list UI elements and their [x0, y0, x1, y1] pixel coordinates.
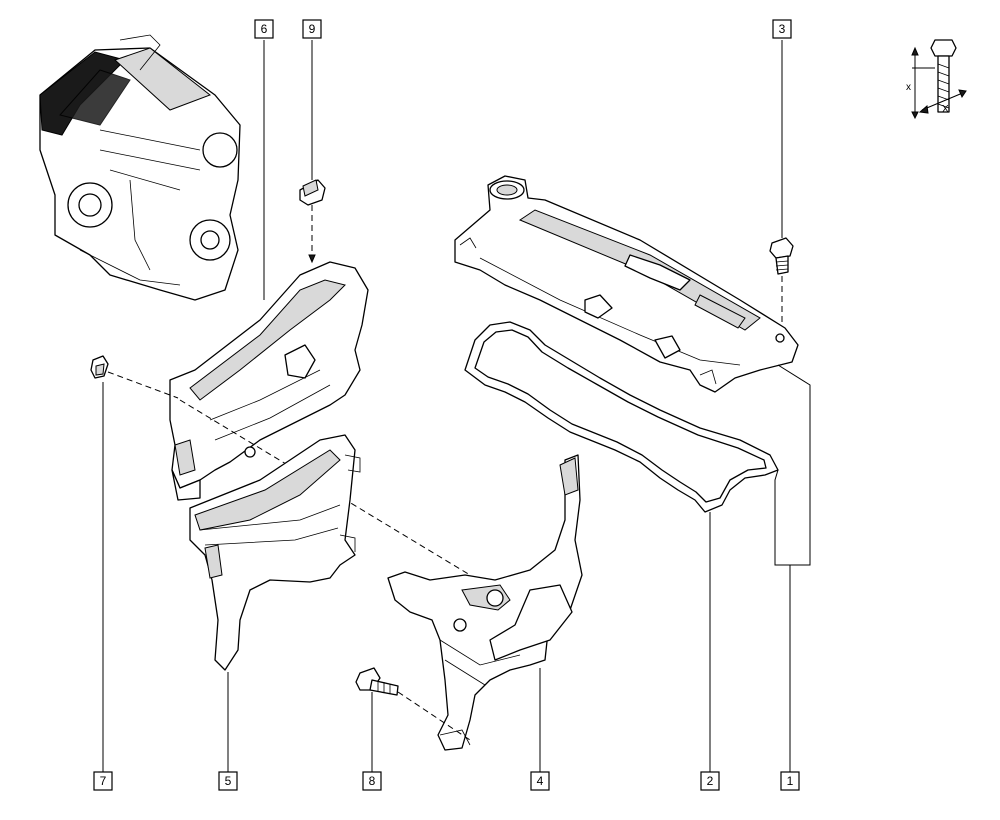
callout-6: 6: [254, 19, 274, 39]
part-5-lower-timing-cover: [189, 434, 361, 671]
torque-label-vertical: x: [906, 82, 911, 93]
engine-overview-illustration: [39, 34, 241, 301]
callout-7-label: 7: [100, 774, 107, 788]
dash-8: [397, 691, 471, 741]
part-7-bolt: [90, 355, 109, 379]
callout-6-label: 6: [261, 22, 268, 36]
callout-2-label: 2: [707, 774, 714, 788]
bracket-1: [774, 364, 811, 566]
callout-5-label: 5: [225, 774, 232, 788]
part-1-cylinder-head-cover: [454, 175, 799, 393]
part-8-bolt: [355, 667, 399, 696]
callout-8-label: 8: [369, 774, 376, 788]
callout-1-label: 1: [787, 774, 794, 788]
bolt-torque-icon: [911, 39, 967, 120]
callout-1: 1: [780, 771, 800, 791]
callout-3-label: 3: [779, 22, 786, 36]
callout-4-label: 4: [537, 774, 544, 788]
callout-9-label: 9: [309, 22, 316, 36]
callout-9: 9: [302, 19, 322, 39]
dash-alignment-5-4: [179, 399, 471, 576]
part-4-lower-timing-cover: [387, 454, 583, 751]
part-6-upper-timing-cover: [169, 261, 369, 501]
callout-7: 7: [93, 771, 113, 791]
callout-4: 4: [530, 771, 550, 791]
part-2-gasket: [464, 321, 779, 513]
callout-3: 3: [772, 19, 792, 39]
dash-7: [107, 371, 179, 399]
part-3-bolt: [769, 237, 794, 275]
part-9-clip: [299, 179, 326, 206]
callout-5: 5: [218, 771, 238, 791]
torque-label-horizontal: X: [942, 104, 949, 115]
callout-8: 8: [362, 771, 382, 791]
callout-2: 2: [700, 771, 720, 791]
